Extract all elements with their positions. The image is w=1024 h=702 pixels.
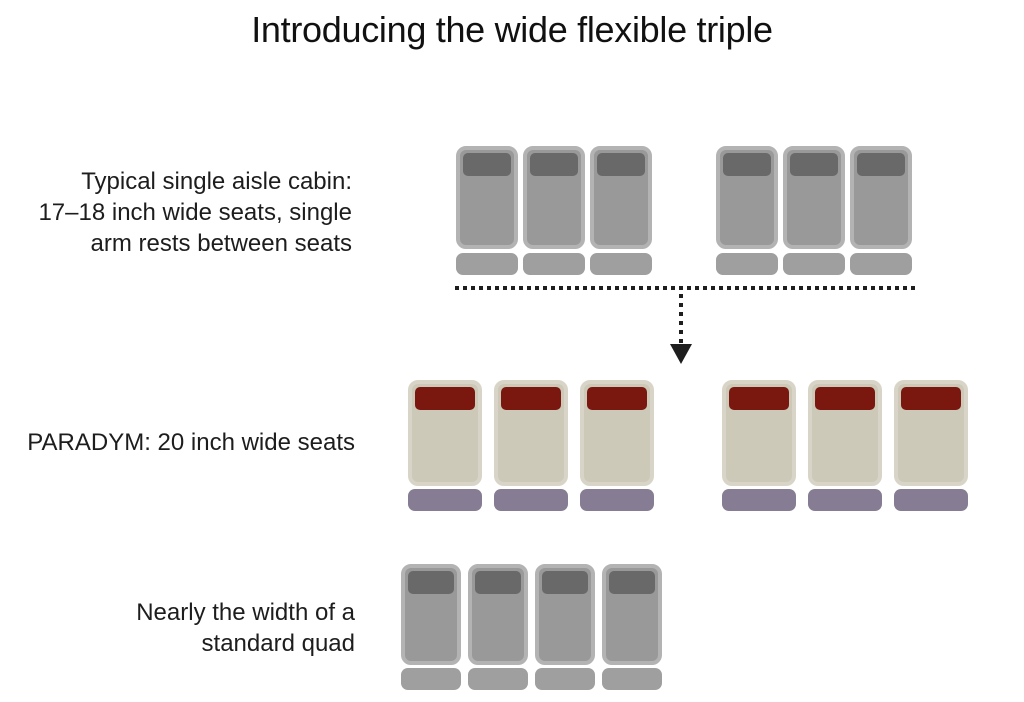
seat-back bbox=[468, 564, 528, 665]
arrow-down-shaft bbox=[679, 294, 683, 344]
seat-back bbox=[602, 564, 662, 665]
seat-headrest bbox=[501, 387, 561, 410]
seat-headrest bbox=[587, 387, 647, 410]
seat-gray bbox=[535, 564, 595, 690]
seat-headrest bbox=[609, 571, 655, 594]
seat-cushion bbox=[590, 253, 652, 275]
seat-gray bbox=[716, 146, 778, 275]
seat-cushion bbox=[494, 489, 568, 511]
seat-back bbox=[808, 380, 882, 486]
seat-headrest bbox=[530, 153, 578, 176]
seat-back bbox=[722, 380, 796, 486]
seat-cushion bbox=[580, 489, 654, 511]
seat-headrest bbox=[857, 153, 905, 176]
seat-gray bbox=[590, 146, 652, 275]
dotted-separator-line bbox=[455, 286, 917, 290]
seat-headrest bbox=[723, 153, 771, 176]
seat-back bbox=[850, 146, 912, 249]
seat-headrest bbox=[815, 387, 875, 410]
seat-group bbox=[401, 564, 662, 690]
seat-back bbox=[590, 146, 652, 249]
seat-cushion bbox=[850, 253, 912, 275]
seat-headrest bbox=[463, 153, 511, 176]
seat-headrest bbox=[597, 153, 645, 176]
seat-cushion bbox=[894, 489, 968, 511]
seat-group bbox=[722, 380, 968, 511]
seat-row-quad bbox=[401, 564, 662, 690]
seat-headrest bbox=[790, 153, 838, 176]
seat-row-paradym bbox=[408, 380, 968, 511]
seat-cushion bbox=[722, 489, 796, 511]
seat-back bbox=[535, 564, 595, 665]
seat-paradym bbox=[408, 380, 482, 511]
seat-headrest bbox=[415, 387, 475, 410]
seat-headrest bbox=[475, 571, 521, 594]
seat-cushion bbox=[602, 668, 662, 690]
seat-headrest bbox=[729, 387, 789, 410]
seat-cushion bbox=[456, 253, 518, 275]
seat-cushion bbox=[401, 668, 461, 690]
seat-back bbox=[401, 564, 461, 665]
seat-gray bbox=[602, 564, 662, 690]
seat-cushion bbox=[523, 253, 585, 275]
seat-back bbox=[456, 146, 518, 249]
seat-paradym bbox=[808, 380, 882, 511]
seat-back bbox=[523, 146, 585, 249]
arrow-down-icon bbox=[670, 344, 692, 364]
seat-cushion bbox=[535, 668, 595, 690]
page-title: Introducing the wide flexible triple bbox=[251, 9, 773, 50]
seat-gray bbox=[783, 146, 845, 275]
seat-paradym bbox=[894, 380, 968, 511]
seat-headrest bbox=[901, 387, 961, 410]
seat-back bbox=[580, 380, 654, 486]
seat-cushion bbox=[408, 489, 482, 511]
seat-row-typical-triple bbox=[456, 146, 912, 275]
seat-gray bbox=[468, 564, 528, 690]
seat-back bbox=[494, 380, 568, 486]
seat-gray bbox=[523, 146, 585, 275]
seat-paradym bbox=[494, 380, 568, 511]
seat-gray bbox=[401, 564, 461, 690]
seat-paradym bbox=[722, 380, 796, 511]
label-typical-cabin: Typical single aisle cabin: 17–18 inch w… bbox=[38, 168, 352, 257]
seat-headrest bbox=[542, 571, 588, 594]
seat-back bbox=[716, 146, 778, 249]
seat-back bbox=[408, 380, 482, 486]
seat-group bbox=[408, 380, 654, 511]
label-standard-quad: Nearly the width of a standard quad bbox=[136, 599, 355, 657]
label-paradym: PARADYM: 20 inch wide seats bbox=[27, 429, 355, 456]
seat-paradym bbox=[580, 380, 654, 511]
seat-gray bbox=[850, 146, 912, 275]
seat-gray bbox=[456, 146, 518, 275]
seat-cushion bbox=[468, 668, 528, 690]
seat-back bbox=[783, 146, 845, 249]
seat-headrest bbox=[408, 571, 454, 594]
seat-cushion bbox=[716, 253, 778, 275]
seat-cushion bbox=[808, 489, 882, 511]
seat-cushion bbox=[783, 253, 845, 275]
seat-back bbox=[894, 380, 968, 486]
seat-group bbox=[456, 146, 652, 275]
seat-group bbox=[716, 146, 912, 275]
